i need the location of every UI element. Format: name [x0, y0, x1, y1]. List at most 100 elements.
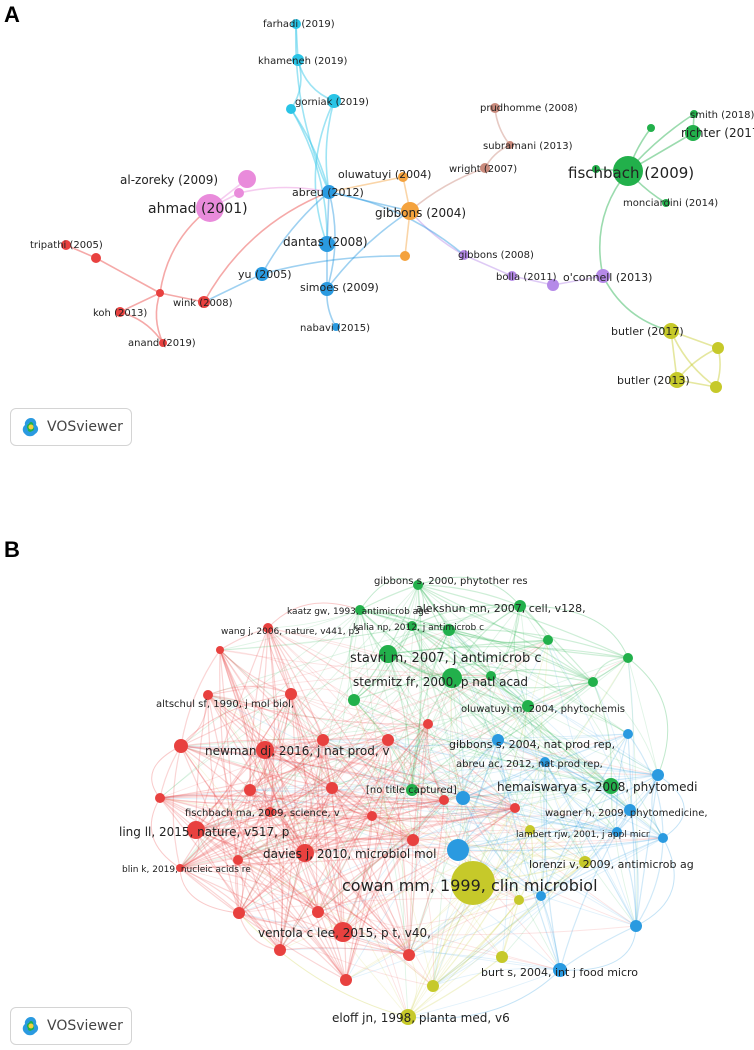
- network-node[interactable]: [407, 621, 417, 631]
- network-node[interactable]: [543, 635, 553, 645]
- network-node[interactable]: [690, 110, 698, 118]
- network-node[interactable]: [265, 807, 275, 817]
- network-node[interactable]: [403, 949, 415, 961]
- network-node[interactable]: [669, 372, 685, 388]
- network-node[interactable]: [234, 188, 244, 198]
- network-node[interactable]: [333, 922, 353, 942]
- network-node[interactable]: [624, 804, 636, 816]
- network-node[interactable]: [61, 240, 71, 250]
- network-node[interactable]: [296, 844, 314, 862]
- network-node[interactable]: [547, 279, 559, 291]
- network-node[interactable]: [592, 165, 600, 173]
- network-node[interactable]: [596, 269, 610, 283]
- network-node[interactable]: [427, 980, 439, 992]
- network-node[interactable]: [348, 694, 360, 706]
- network-node[interactable]: [439, 795, 449, 805]
- network-node[interactable]: [91, 253, 101, 263]
- network-node[interactable]: [238, 170, 256, 188]
- network-node[interactable]: [319, 236, 335, 252]
- network-node[interactable]: [274, 944, 286, 956]
- network-node[interactable]: [652, 769, 664, 781]
- network-node[interactable]: [332, 323, 340, 331]
- network-node[interactable]: [658, 833, 668, 843]
- network-node[interactable]: [647, 124, 655, 132]
- network-node[interactable]: [317, 734, 329, 746]
- network-node[interactable]: [612, 827, 622, 837]
- network-node[interactable]: [285, 688, 297, 700]
- network-node[interactable]: [322, 185, 336, 199]
- network-node[interactable]: [486, 671, 496, 681]
- network-node[interactable]: [579, 856, 591, 868]
- network-node[interactable]: [176, 864, 184, 872]
- network-node[interactable]: [413, 580, 423, 590]
- network-node[interactable]: [553, 963, 567, 977]
- network-node[interactable]: [382, 734, 394, 746]
- network-node[interactable]: [216, 646, 224, 654]
- network-node[interactable]: [187, 821, 205, 839]
- network-node[interactable]: [522, 700, 534, 712]
- network-node[interactable]: [286, 104, 296, 114]
- panel-a-vosviewer-badge[interactable]: VOSviewer: [10, 408, 132, 446]
- network-node[interactable]: [244, 784, 256, 796]
- network-node[interactable]: [423, 719, 433, 729]
- network-node[interactable]: [367, 811, 377, 821]
- network-node[interactable]: [540, 757, 550, 767]
- network-node[interactable]: [506, 141, 514, 149]
- network-node[interactable]: [203, 690, 213, 700]
- network-node[interactable]: [263, 623, 273, 633]
- network-node[interactable]: [490, 103, 500, 113]
- network-node[interactable]: [174, 739, 188, 753]
- network-node[interactable]: [507, 271, 517, 281]
- network-node[interactable]: [115, 307, 125, 317]
- network-node[interactable]: [407, 834, 419, 846]
- network-node[interactable]: [663, 323, 679, 339]
- network-node[interactable]: [291, 19, 301, 29]
- network-node[interactable]: [256, 741, 274, 759]
- network-node[interactable]: [712, 342, 724, 354]
- network-node[interactable]: [536, 891, 546, 901]
- network-node[interactable]: [198, 296, 210, 308]
- network-node[interactable]: [327, 94, 341, 108]
- network-node[interactable]: [459, 250, 469, 260]
- network-node[interactable]: [662, 199, 670, 207]
- network-node[interactable]: [443, 624, 455, 636]
- network-node[interactable]: [514, 600, 526, 612]
- network-node[interactable]: [155, 793, 165, 803]
- network-node[interactable]: [255, 267, 269, 281]
- network-node[interactable]: [710, 381, 722, 393]
- network-node[interactable]: [355, 605, 365, 615]
- network-node[interactable]: [480, 163, 490, 173]
- network-node[interactable]: [400, 1009, 416, 1025]
- network-node[interactable]: [400, 251, 410, 261]
- network-node[interactable]: [320, 282, 334, 296]
- network-node[interactable]: [326, 782, 338, 794]
- network-node[interactable]: [496, 951, 508, 963]
- network-node[interactable]: [292, 54, 304, 66]
- network-node[interactable]: [312, 906, 324, 918]
- network-node[interactable]: [159, 339, 167, 347]
- network-node[interactable]: [406, 784, 418, 796]
- network-node[interactable]: [623, 653, 633, 663]
- network-node[interactable]: [196, 194, 224, 222]
- network-node[interactable]: [492, 734, 504, 746]
- network-node[interactable]: [456, 791, 470, 805]
- network-node[interactable]: [613, 156, 643, 186]
- network-node[interactable]: [398, 172, 408, 182]
- network-node[interactable]: [451, 861, 495, 905]
- panel-b-vosviewer-badge[interactable]: VOSviewer: [10, 1007, 132, 1045]
- network-node[interactable]: [510, 803, 520, 813]
- network-node[interactable]: [685, 125, 701, 141]
- network-node[interactable]: [379, 645, 397, 663]
- network-node[interactable]: [233, 855, 243, 865]
- network-node[interactable]: [340, 974, 352, 986]
- network-node[interactable]: [447, 839, 469, 861]
- network-node[interactable]: [514, 895, 524, 905]
- network-node[interactable]: [623, 729, 633, 739]
- network-node[interactable]: [401, 202, 419, 220]
- network-node[interactable]: [630, 920, 642, 932]
- network-node[interactable]: [603, 778, 619, 794]
- network-node[interactable]: [233, 907, 245, 919]
- network-node[interactable]: [156, 289, 164, 297]
- network-node[interactable]: [588, 677, 598, 687]
- network-node[interactable]: [442, 668, 462, 688]
